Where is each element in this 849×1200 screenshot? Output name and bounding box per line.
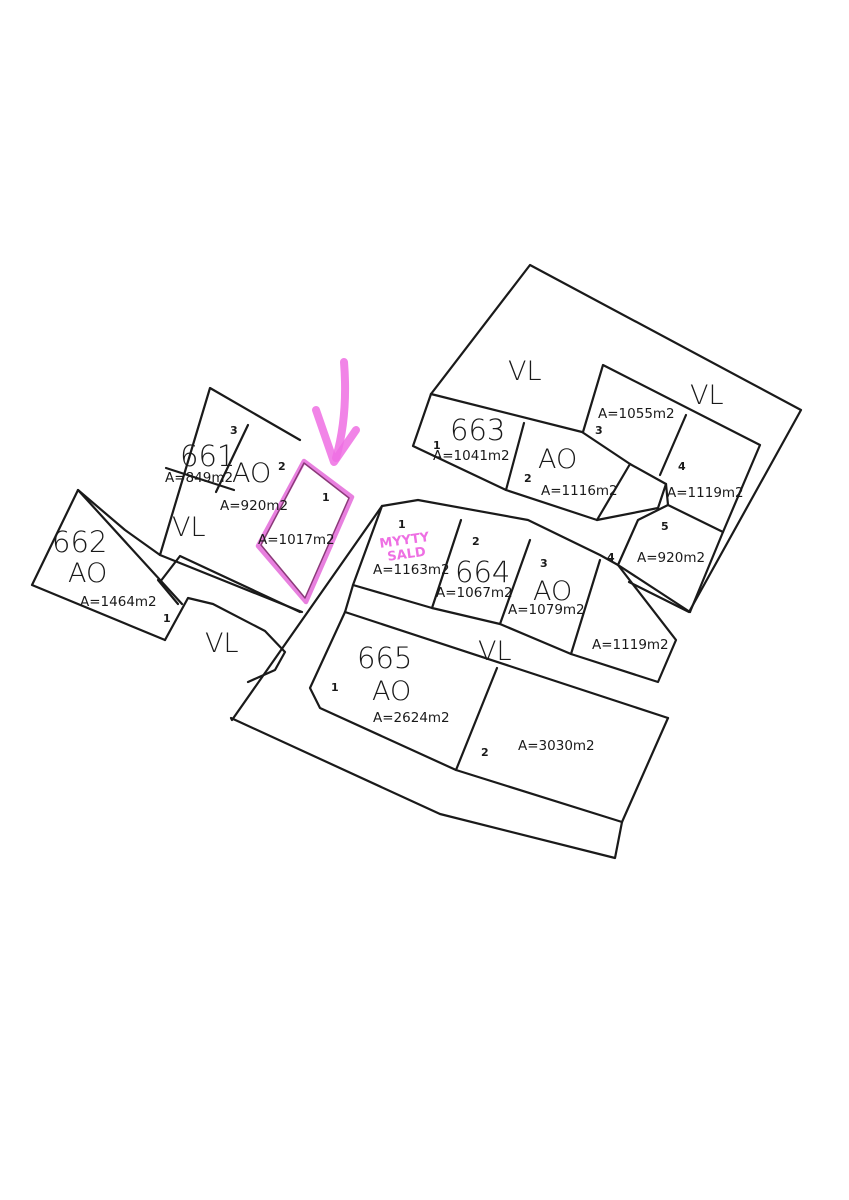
- zone-label-ao-662: AO: [68, 558, 107, 589]
- block-number-664: 664: [455, 555, 510, 589]
- block-663-lines: [411, 263, 803, 614]
- parcel-area-661-2: A=920m2: [220, 498, 288, 514]
- parcel-number-663-4: 4: [678, 460, 686, 473]
- block-number-663: 663: [450, 413, 505, 447]
- zone-label-vl-southwest: VL: [205, 628, 239, 659]
- parcel-area-663-4: A=1119m2: [667, 485, 744, 501]
- parcel-area-661-1: A=1017m2: [258, 532, 335, 548]
- parcel-area-664-2: A=1067m2: [436, 585, 513, 601]
- zone-label-ao-663: AO: [538, 444, 577, 475]
- sold-stamp-line-2: SALD: [386, 545, 426, 565]
- zone-label-vl-road: VL: [478, 636, 512, 667]
- zone-label-vl-northeast: VL: [690, 380, 724, 411]
- parcel-number-664-4: 4: [607, 551, 615, 564]
- parcel-number-662-1: 1: [163, 612, 171, 625]
- block-664-665-lines: [229, 498, 678, 860]
- zone-label-ao-661: AO: [232, 458, 271, 489]
- sold-stamp-line-1: MYYTY: [379, 530, 431, 552]
- parcel-number-665-2: 2: [481, 746, 489, 759]
- parcel-number-664-1: 1: [398, 518, 406, 531]
- parcel-number-664-3: 3: [540, 557, 548, 570]
- block-number-665: 665: [357, 641, 412, 675]
- zone-label-ao-665: AO: [372, 676, 411, 707]
- parcel-number-663-5: 5: [661, 520, 669, 533]
- parcel-number-663-3: 3: [595, 424, 603, 437]
- parcel-area-663-5: A=920m2: [637, 550, 705, 566]
- parcel-area-664-4: A=1119m2: [592, 637, 669, 653]
- parcel-area-665-2: A=3030m2: [518, 738, 595, 754]
- parcel-number-661-3: 3: [230, 424, 238, 437]
- zone-label-vl-west: VL: [172, 512, 206, 543]
- parcel-area-661-3: A=849m2: [165, 470, 233, 486]
- parcel-area-664-3: A=1079m2: [508, 602, 585, 618]
- highlighted-parcel-661-1[interactable]: [255, 458, 355, 605]
- parcel-number-663-2: 2: [524, 472, 532, 485]
- parcel-number-661-1: 1: [322, 491, 330, 504]
- parcel-area-664-1: A=1163m2: [373, 562, 450, 578]
- parcel-number-665-1: 1: [331, 681, 339, 694]
- sold-stamp: MYYTY SALD: [379, 530, 431, 565]
- parcel-area-663-2: A=1116m2: [541, 483, 618, 499]
- block-number-662: 662: [52, 525, 107, 559]
- parcel-number-661-2: 2: [278, 460, 286, 473]
- block-number-661: 661: [180, 439, 235, 473]
- parcel-area-665-1: A=2624m2: [373, 710, 450, 726]
- zone-label-ao-664: AO: [533, 576, 572, 607]
- parcel-area-663-1: A=1041m2: [433, 448, 510, 464]
- parcel-number-664-2: 2: [472, 535, 480, 548]
- parcel-number-663-1: 1: [433, 439, 441, 452]
- parcel-area-663-3: A=1055m2: [598, 406, 675, 422]
- parcel-area-662-1: A=1464m2: [80, 594, 157, 610]
- zone-label-vl-north: VL: [508, 356, 542, 387]
- west-group-lines: [30, 386, 304, 684]
- arrow-down-left-icon: [312, 358, 360, 466]
